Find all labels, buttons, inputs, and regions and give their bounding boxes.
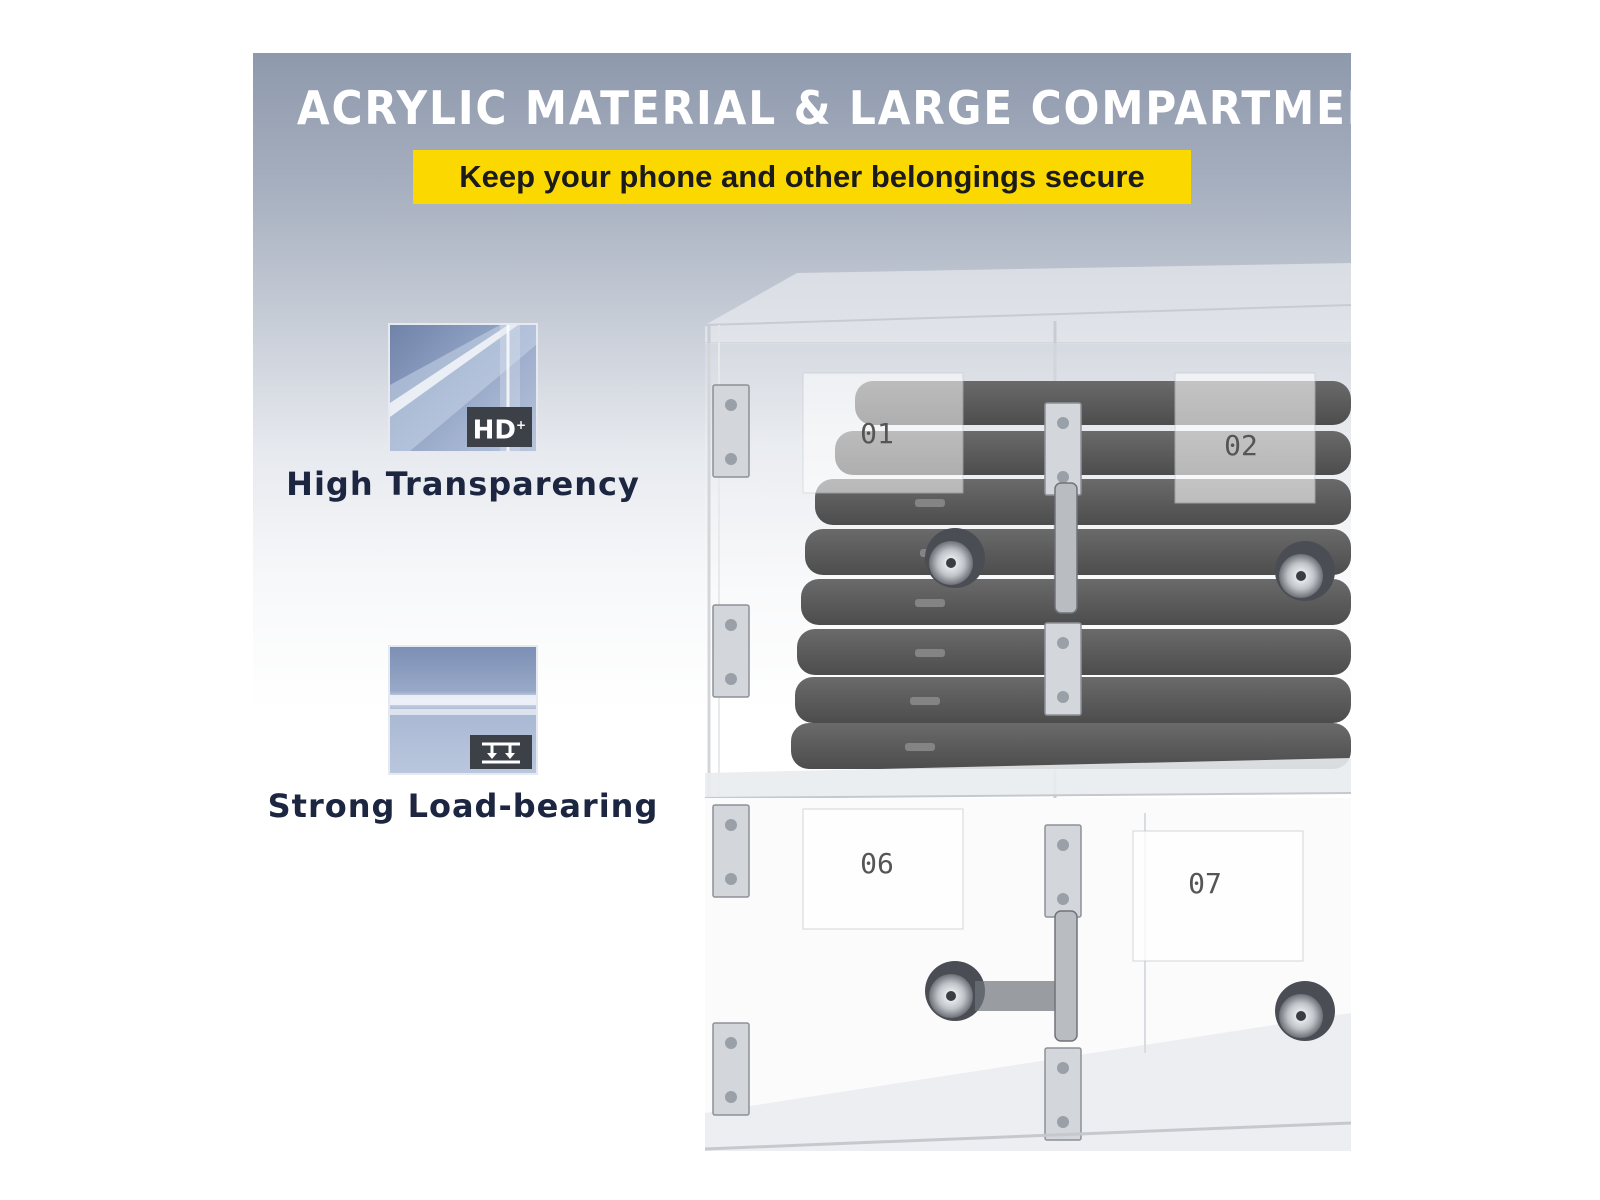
- feature-strong-load-bearing: Strong Load-bearing: [253, 647, 673, 825]
- cam-lock-icon: [925, 961, 1055, 1021]
- subheadline-banner: Keep your phone and other belongings sec…: [413, 150, 1191, 204]
- acrylic-locker-photo: 01 02 06 07: [705, 263, 1351, 1151]
- headline: ACRYLIC MATERIAL & LARGE COMPARTMENTS: [296, 81, 1351, 135]
- locker-tag: 01: [860, 417, 894, 450]
- cam-lock-icon: [1275, 541, 1335, 601]
- feature-high-transparency: HD+ High Transparency: [253, 325, 673, 503]
- feature-label: Strong Load-bearing: [267, 787, 659, 825]
- product-banner: ACRYLIC MATERIAL & LARGE COMPARTMENTS Ke…: [253, 53, 1351, 1151]
- cam-lock-icon: [925, 528, 985, 588]
- hd-badge-text: HD: [472, 416, 516, 446]
- locker-tag: 06: [860, 847, 894, 880]
- cam-lock-icon: [1275, 981, 1335, 1041]
- glass-edge-hd-icon: HD+: [390, 325, 536, 451]
- subheadline: Keep your phone and other belongings sec…: [459, 159, 1145, 194]
- locker-tag: 02: [1224, 429, 1258, 462]
- load-badge: [470, 735, 532, 769]
- locker-tag: 07: [1188, 867, 1222, 900]
- feature-label: High Transparency: [286, 465, 640, 503]
- hd-badge: HD+: [466, 407, 532, 447]
- load-bearing-icon: [390, 647, 536, 773]
